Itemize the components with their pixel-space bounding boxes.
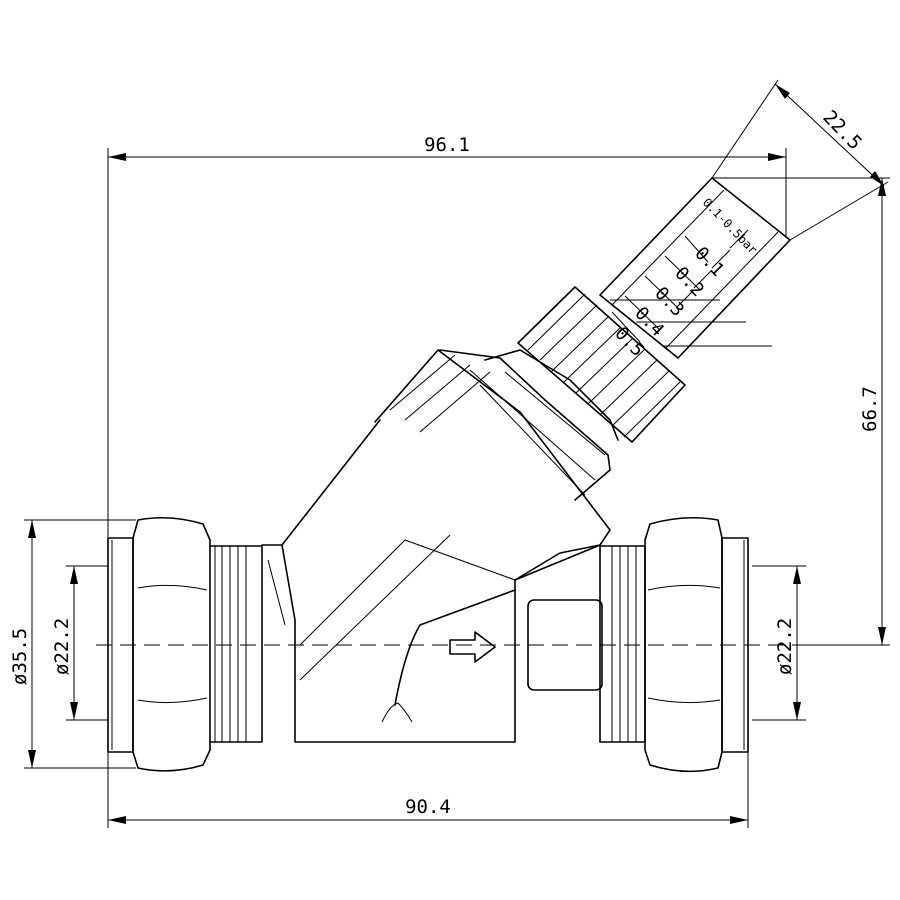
left-compression-fitting: [107, 516, 263, 772]
dimension-body-length-bottom: 90.4: [107, 752, 749, 828]
dimension-gauge-width: 22.5: [711, 79, 889, 241]
gauge-tick-marks: [611, 229, 749, 343]
adjusting-knob: [517, 286, 686, 443]
dimension-label-96-1: 96.1: [424, 134, 470, 156]
right-compression-fitting: [599, 516, 749, 773]
sight-window: [527, 599, 603, 691]
dimension-inner-diameter-left: ø22.2: [51, 565, 108, 721]
pressure-gauge-tube: 0.1-0.5bar 0.1 0.2 0.3 0.4 0.5: [599, 177, 791, 361]
dimension-label-inner-diameter-right: ø22.2: [774, 618, 796, 675]
dimension-inner-diameter-right: ø22.2: [752, 565, 806, 721]
dimension-overall-length-top: 96.1: [107, 134, 787, 540]
dimension-outer-diameter: ø35.5: [9, 519, 136, 769]
dimension-label-66-7: 66.7: [859, 386, 881, 432]
dimension-height-to-center: 66.7: [712, 177, 890, 646]
valve-bonnet: [374, 349, 619, 546]
dimension-label-outer-diameter: ø35.5: [9, 628, 31, 685]
flow-direction-arrow-icon: [449, 631, 496, 663]
dimension-label-inner-diameter-left: ø22.2: [51, 618, 73, 675]
valve-body: [261, 419, 603, 743]
dimension-label-90-4: 90.4: [405, 796, 451, 818]
